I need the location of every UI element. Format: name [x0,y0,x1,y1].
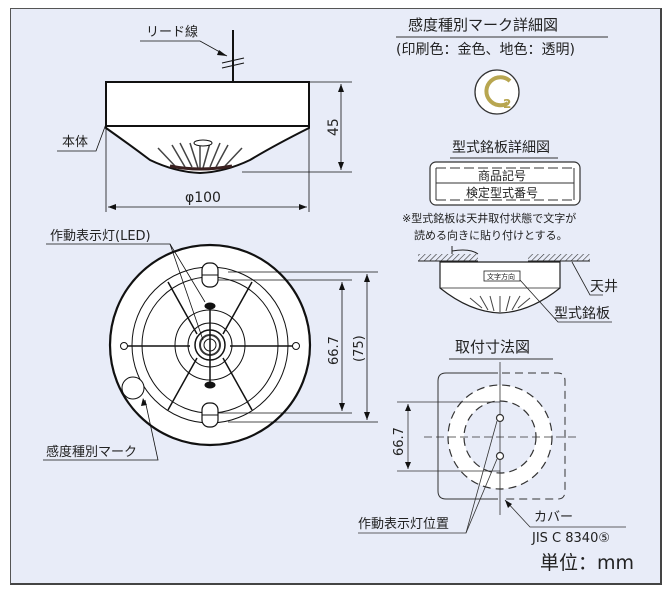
ceiling-mount-illustration [418,246,612,323]
nameplate-label: 型式銘板 [554,306,610,322]
nameplate-note-1: ※型式銘板は天井取付状態で文字が [402,211,576,225]
nameplate-note-2: 読める向きに貼り付けとする。 [414,228,568,242]
led-bottom [204,381,216,389]
mounting-diagram [358,362,626,534]
nameplate-row1: 商品記号 [478,168,526,183]
lead-wire-label: リード線 [146,24,198,40]
sensitivity-mark-detail [474,69,520,115]
sensitivity-mark-label: 感度種別マーク [46,444,137,460]
inner-dim-label: 66.7 [327,336,342,365]
cover-label: カバー [534,510,573,525]
led-label: 作動表示灯(LED) [50,229,151,244]
mark-detail-subtitle: (印刷色：金色、地色：透明) [396,41,575,58]
mounting-title: 取付寸法図 [455,338,530,356]
height-dim-label: 45 [326,118,342,136]
body-upper [105,81,310,127]
nameplate-box [429,161,581,206]
unit-label: 単位：mm [540,552,634,574]
cover-standard: JIS C 8340⑤ [531,531,610,546]
body-label: 本体 [62,135,88,150]
side-view [57,30,352,212]
detector-body [439,261,561,314]
direction-sticker [483,270,521,282]
mark-detail-title: 感度種別マーク詳細図 [408,16,558,34]
ceiling-label: 天井 [590,279,618,295]
diameter-dim-label: φ100 [185,190,221,206]
mounting-dim-label: 66.7 [392,427,407,456]
led-position-label: 作動表示灯位置 [358,517,449,532]
mark-number: 2 [503,97,511,111]
led-top [204,302,216,310]
top-view [43,243,378,461]
outer-dim-label: (75) [352,335,367,362]
sensitivity-mark [121,376,145,400]
nameplate-detail-title: 型式銘板詳細図 [452,140,550,156]
direction-text: 文字方向 [487,272,515,281]
nameplate-row2: 検定型式番号 [466,185,538,200]
